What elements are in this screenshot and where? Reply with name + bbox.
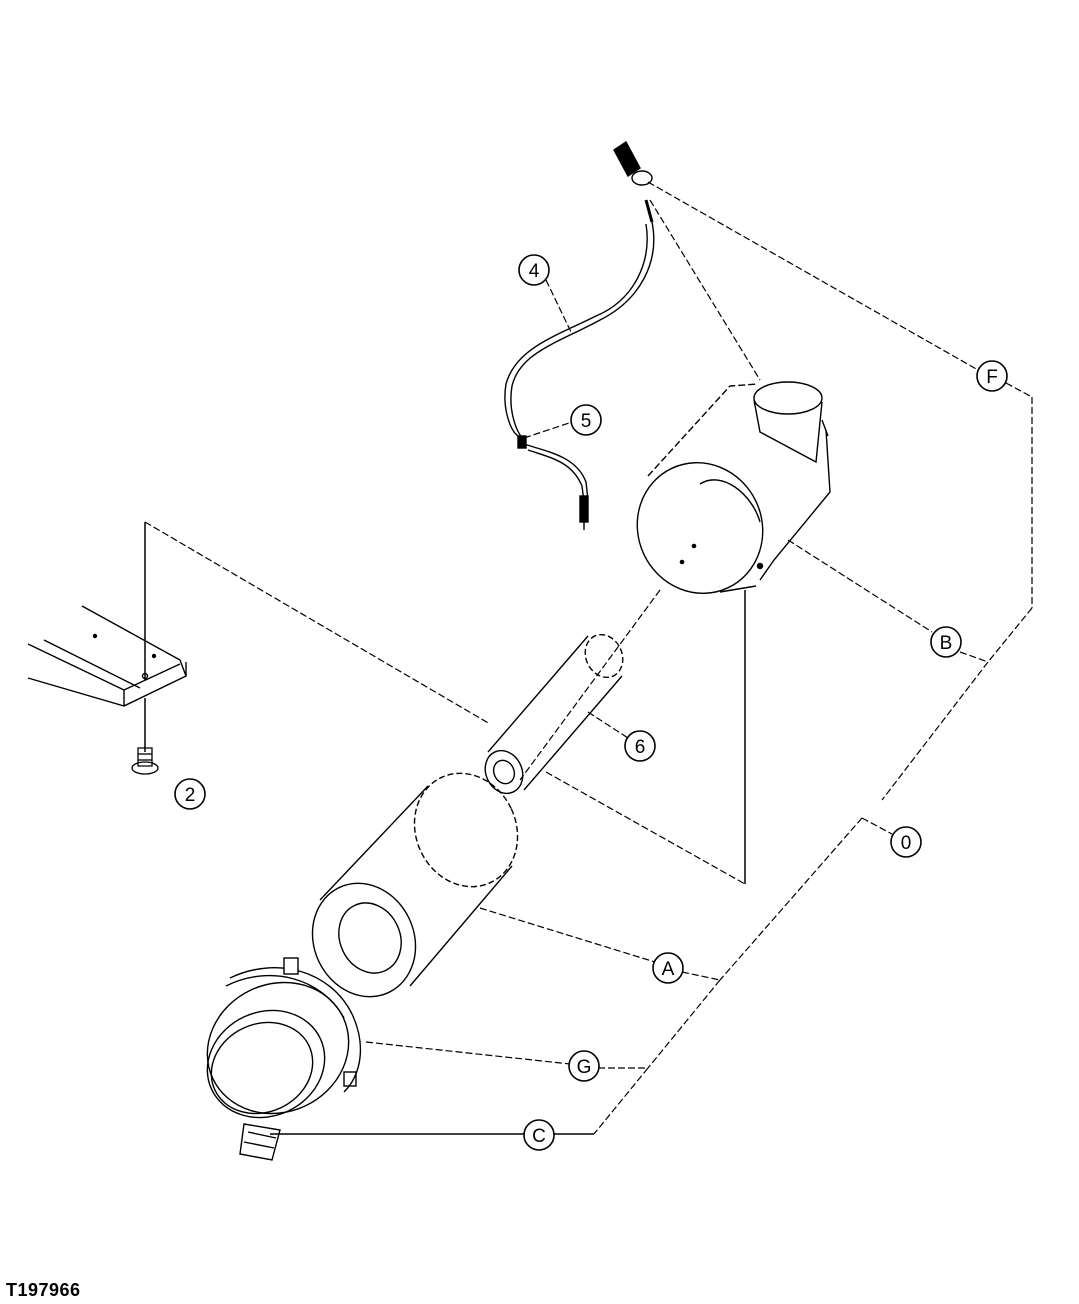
callout-B: B (930, 626, 962, 658)
callout-4-label: 4 (529, 261, 540, 282)
leader-lines (144, 181, 1033, 1135)
callout-C-label: C (532, 1126, 546, 1147)
callout-F-label: F (986, 367, 998, 388)
callout-6-label: 6 (635, 737, 646, 758)
callout-5-label: 5 (581, 411, 592, 432)
primary-filter-element (311, 772, 519, 998)
callout-A: A (652, 952, 684, 984)
wiring-harness (504, 221, 655, 530)
callout-G-label: G (577, 1057, 592, 1078)
callout-B-label: B (940, 633, 953, 654)
safety-element (484, 633, 624, 795)
callout-C: C (523, 1119, 555, 1151)
callout-2: 2 (174, 778, 206, 810)
cap-screw (131, 747, 159, 775)
callout-5: 5 (570, 404, 602, 436)
callout-F: F (976, 360, 1008, 392)
figure-id-label: T197966 (6, 1280, 81, 1300)
callout-0: 0 (890, 826, 922, 858)
callout-G: G (568, 1050, 600, 1082)
restriction-sensor (613, 140, 654, 223)
air-cleaner-cover (206, 957, 362, 1119)
mounting-bracket (27, 605, 187, 707)
air-cleaner-housing (636, 381, 831, 595)
solid-leaders (144, 522, 746, 1135)
callout-4: 4 (518, 254, 550, 286)
callout-A-label: A (662, 959, 675, 980)
callout-6: 6 (624, 730, 656, 762)
band-clamp (239, 1123, 281, 1161)
callout-0-label: 0 (901, 833, 912, 854)
callout-2-label: 2 (185, 785, 196, 806)
